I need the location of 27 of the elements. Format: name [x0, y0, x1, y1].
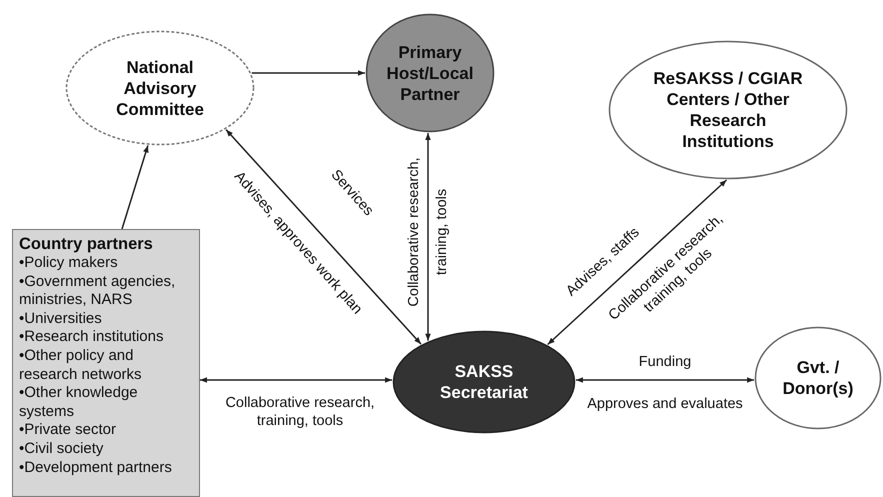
edge-label: Funding — [638, 353, 692, 371]
panel-heading: Country partners — [19, 234, 153, 254]
node-label: Gvt. / Donor(s) — [782, 357, 854, 399]
list-item: •Development partners — [19, 458, 172, 478]
double-arrow — [425, 132, 431, 341]
flow-note: Approves and evaluates — [586, 395, 744, 413]
list-item: •Private sector — [19, 421, 116, 440]
double-arrow — [547, 179, 728, 346]
double-arrow — [226, 129, 422, 345]
list-item: •Other knowledge systems — [19, 384, 139, 422]
node-label: Primary Host/Local Partner — [386, 42, 474, 104]
list-item: •Government agencies, ministries, NARS — [19, 272, 176, 310]
edge-label: Collaborative research, training, tools — [224, 394, 376, 430]
double-arrow — [200, 377, 392, 383]
node-label: National Advisory Committee — [115, 56, 205, 120]
list-item: •Research institutions — [19, 328, 164, 347]
list-item: •Civil society — [19, 440, 104, 459]
arrow — [252, 70, 365, 76]
partners-panel — [12, 229, 200, 497]
list-item: •Other policy and research networks — [19, 346, 143, 384]
list-item: •Universities — [19, 310, 102, 328]
edge-label: Collaborative research, training, tools — [405, 156, 451, 309]
double-arrow — [576, 377, 754, 383]
arrow — [121, 145, 149, 230]
node-label: ReSAKSS / CGIAR Centers / Other Research Institutions — [652, 68, 804, 152]
node-label: SAKSS Secretariat — [439, 361, 529, 403]
list-item: •Policy makers — [19, 254, 118, 273]
